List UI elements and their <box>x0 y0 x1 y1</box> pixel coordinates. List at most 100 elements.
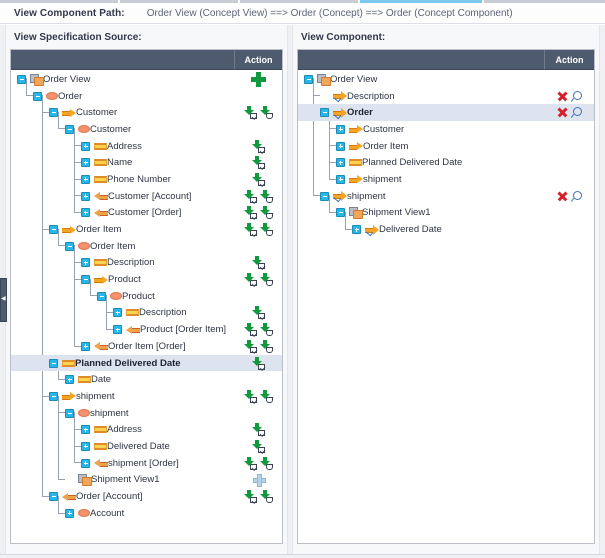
tree-row[interactable]: Shipment View1 <box>298 205 594 222</box>
tree-row[interactable]: Order <box>11 88 282 105</box>
add-as-attribute-button[interactable] <box>244 339 257 353</box>
add-as-relation-button[interactable] <box>260 389 273 403</box>
tree-row[interactable]: Delivered Date <box>298 221 594 238</box>
expand-icon[interactable] <box>81 141 90 151</box>
expand-icon[interactable] <box>65 375 74 385</box>
tab-segment[interactable] <box>120 0 238 3</box>
tree-row[interactable]: shipment <box>11 405 282 422</box>
tree-row[interactable]: Shipment View1 <box>11 472 282 489</box>
expand-icon[interactable] <box>81 174 90 184</box>
add-as-attribute-button[interactable] <box>252 306 265 320</box>
tree-row[interactable]: Planned Delivered Date <box>11 354 282 372</box>
tab-segment[interactable] <box>0 0 118 3</box>
collapse-icon[interactable] <box>49 358 58 368</box>
tree-row[interactable]: Planned Delivered Date <box>298 154 594 171</box>
add-as-attribute-button[interactable] <box>252 423 265 437</box>
expand-icon[interactable] <box>81 208 90 218</box>
tree-row[interactable]: Account <box>11 505 282 522</box>
add-as-relation-button[interactable] <box>260 223 273 237</box>
collapse-icon[interactable] <box>336 208 345 218</box>
add-as-attribute-button[interactable] <box>244 389 257 403</box>
add-as-attribute-button[interactable] <box>252 156 265 170</box>
expand-icon[interactable] <box>336 124 345 134</box>
find-button[interactable] <box>571 90 582 102</box>
add-as-relation-button[interactable] <box>260 490 273 504</box>
collapse-icon[interactable] <box>81 275 90 285</box>
tree-row[interactable]: Order <box>298 104 594 122</box>
collapse-icon[interactable] <box>320 191 329 201</box>
tree-row[interactable]: Customer [Account] <box>11 188 282 205</box>
find-button[interactable] <box>571 107 582 118</box>
add-as-attribute-button[interactable] <box>252 356 265 370</box>
tree-row[interactable]: Product [Order Item] <box>11 321 282 338</box>
add-as-relation-button[interactable] <box>260 339 273 353</box>
tree-row[interactable]: Order Item [Order] <box>11 338 282 355</box>
collapse-icon[interactable] <box>65 408 74 418</box>
add-as-attribute-button[interactable] <box>244 490 257 504</box>
tab-segment[interactable] <box>240 0 358 3</box>
add-as-attribute-button[interactable] <box>252 172 265 186</box>
collapse-icon[interactable] <box>49 108 58 118</box>
tree-row[interactable]: Order View <box>298 71 594 88</box>
collapse-icon[interactable] <box>17 74 26 84</box>
add-as-relation-button[interactable] <box>260 106 273 120</box>
add-view-component-button[interactable] <box>250 71 266 87</box>
add-as-attribute-button[interactable] <box>244 189 257 203</box>
expand-icon[interactable] <box>81 158 90 168</box>
collapse-icon[interactable] <box>320 108 329 118</box>
expand-icon[interactable] <box>81 441 90 451</box>
tree-row[interactable]: Phone Number <box>11 171 282 188</box>
tab-segment[interactable] <box>484 0 605 3</box>
expand-icon[interactable] <box>81 458 90 468</box>
add-as-attribute-button[interactable] <box>252 256 265 270</box>
tree-row[interactable]: Delivered Date <box>11 438 282 455</box>
add-as-attribute-button[interactable] <box>244 106 257 120</box>
expand-icon[interactable] <box>81 191 90 201</box>
tree-row[interactable]: Name <box>11 154 282 171</box>
tree-row[interactable]: Address <box>11 421 282 438</box>
expand-icon[interactable] <box>81 425 90 435</box>
tree-row[interactable]: Customer <box>11 104 282 121</box>
delete-button[interactable] <box>557 191 568 202</box>
expand-icon[interactable] <box>81 258 90 268</box>
collapse-icon[interactable] <box>65 124 74 134</box>
collapse-icon[interactable] <box>49 492 58 502</box>
collapse-icon[interactable] <box>304 74 313 84</box>
tree-row[interactable]: Order View <box>11 71 282 88</box>
expand-icon[interactable] <box>336 174 345 184</box>
add-as-relation-button[interactable] <box>260 323 273 337</box>
tree-row[interactable]: Order Item <box>11 238 282 255</box>
tree-row[interactable]: Product <box>11 288 282 305</box>
add-as-attribute-button[interactable] <box>244 323 257 337</box>
tree-row[interactable]: Order Item <box>298 138 594 155</box>
expand-icon[interactable] <box>113 325 122 335</box>
tree-row[interactable]: Customer [Order] <box>11 205 282 222</box>
add-as-relation-button[interactable] <box>260 456 273 470</box>
collapse-icon[interactable] <box>33 91 42 101</box>
tab-segment-active[interactable] <box>360 0 482 3</box>
add-subview-button[interactable] <box>252 474 266 488</box>
tree-row[interactable]: Description <box>11 305 282 322</box>
add-as-relation-button[interactable] <box>260 273 273 287</box>
add-as-attribute-button[interactable] <box>244 223 257 237</box>
add-as-relation-button[interactable] <box>260 206 273 220</box>
tree-row[interactable]: Address <box>11 138 282 155</box>
collapse-icon[interactable] <box>49 225 58 235</box>
expand-icon[interactable] <box>65 508 74 518</box>
expand-icon[interactable] <box>113 308 122 318</box>
delete-button[interactable] <box>557 107 568 118</box>
tree-row[interactable]: Customer <box>11 121 282 138</box>
tree-row[interactable]: shipment <box>298 171 594 188</box>
add-as-attribute-button[interactable] <box>244 206 257 220</box>
expand-icon[interactable] <box>352 225 361 235</box>
add-as-relation-button[interactable] <box>260 189 273 203</box>
tree-row[interactable]: Description <box>298 88 594 105</box>
add-as-attribute-button[interactable] <box>244 456 257 470</box>
add-as-attribute-button[interactable] <box>252 439 265 453</box>
collapse-left-panel-handle[interactable] <box>0 278 7 322</box>
tree-row[interactable]: shipment <box>11 388 282 405</box>
tree-row[interactable]: shipment [Order] <box>11 455 282 472</box>
expand-icon[interactable] <box>336 158 345 168</box>
collapse-icon[interactable] <box>97 291 106 301</box>
tree-row[interactable]: shipment <box>298 188 594 205</box>
